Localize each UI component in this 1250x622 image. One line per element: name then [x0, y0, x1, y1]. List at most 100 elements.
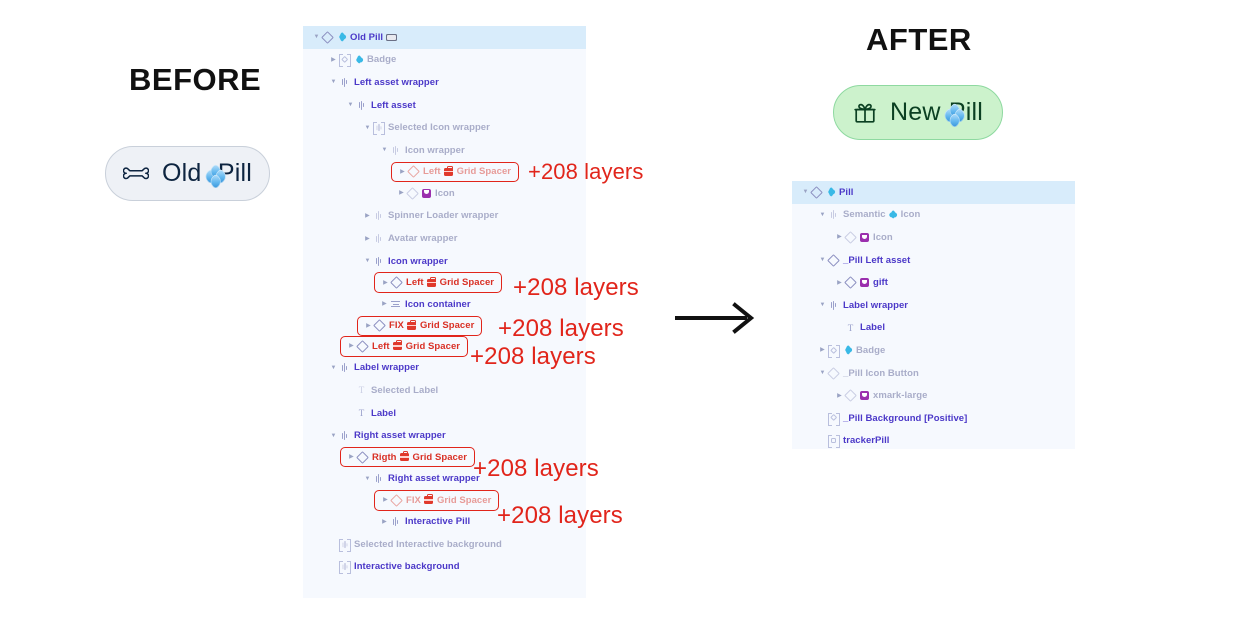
layer-row[interactable]: ▼ Icon wrapper: [303, 250, 586, 273]
layer-name: xmark-large: [860, 390, 927, 401]
layer-row[interactable]: ▼Left asset wrapper: [303, 71, 586, 94]
layer-name-part: Interactive Pill: [405, 516, 471, 528]
layer-row[interactable]: ▶FIX Grid Spacer: [357, 315, 483, 337]
layer-row[interactable]: ▼Old Pill: [303, 26, 586, 49]
layer-row[interactable]: ▶ xmark-large: [792, 384, 1075, 407]
layer-row[interactable]: ▶FIX Grid Spacer: [374, 490, 500, 511]
layer-row[interactable]: ▶Badge: [303, 49, 586, 72]
chevron-right-icon[interactable]: ▶: [400, 168, 405, 175]
layer-name: Left Grid Spacer: [372, 340, 460, 352]
layer-name-part: Left: [372, 340, 390, 352]
chevron-right-icon[interactable]: ▶: [837, 392, 842, 399]
chevron-right-icon[interactable]: ▶: [349, 454, 354, 461]
layer-name: _Pill Left asset: [843, 255, 910, 266]
chevron-down-icon[interactable]: ▼: [819, 211, 826, 218]
chevron-down-icon[interactable]: ▼: [313, 34, 320, 41]
layer-name-part: Spinner Loader wrapper: [388, 210, 499, 222]
layer-name-part: _Pill Left asset: [843, 254, 911, 266]
chevron-right-icon[interactable]: ▶: [837, 234, 842, 241]
layer-row[interactable]: ▶ Spinner Loader wrapper: [303, 205, 586, 228]
autolayout-icon: [372, 234, 385, 244]
layer-row[interactable]: ▼Right asset wrapper: [303, 424, 586, 447]
layer-name: trackerPill: [843, 435, 890, 446]
layer-name-part: gift: [873, 277, 888, 289]
old-pill-component[interactable]: Old Pill: [105, 146, 270, 201]
layer-row[interactable]: ▼ _Pill Left asset: [792, 249, 1075, 272]
chevron-down-icon[interactable]: ▼: [364, 475, 371, 482]
chevron-down-icon[interactable]: ▼: [330, 79, 337, 86]
layer-name-part: Left: [406, 277, 424, 289]
chevron-down-icon[interactable]: ▼: [347, 102, 354, 109]
layer-row[interactable]: ▶Left Grid Spacer: [374, 272, 503, 293]
before-layers-panel[interactable]: ▼Old Pill▶Badge▼Left asset wrapper▼Left …: [303, 26, 586, 598]
layer-row[interactable]: ▶trackerPill: [792, 430, 1075, 453]
layer-row[interactable]: ▼Icon wrapper: [303, 139, 586, 162]
chevron-down-icon[interactable]: ▼: [364, 124, 371, 131]
after-layers-panel[interactable]: ▼Pill▼Semantic Icon▶Icon ▼ _Pill Left asse…: [792, 181, 1075, 449]
instance-autolayout-icon: [372, 122, 385, 136]
layer-row[interactable]: ▼Pill: [792, 181, 1075, 204]
chevron-down-icon[interactable]: ▼: [381, 147, 388, 154]
chevron-right-icon[interactable]: ▶: [837, 279, 842, 286]
chevron-down-icon[interactable]: ▼: [819, 257, 826, 264]
after-heading: AFTER: [866, 22, 972, 57]
layer-row[interactable]: ▶ Left Grid Spacer: [340, 336, 469, 357]
layer-name-part: Selected Label: [371, 384, 439, 396]
chevron-down-icon[interactable]: ▼: [802, 189, 809, 196]
chevron-down-icon[interactable]: ▼: [364, 258, 371, 265]
layer-row[interactable]: ▼Selected Icon wrapper: [303, 116, 586, 139]
tracker-bracket-icon: [827, 435, 840, 449]
layer-name-part: Grid Spacer: [436, 494, 492, 506]
layer-row[interactable]: ▼Semantic Icon: [792, 204, 1075, 227]
layer-row[interactable]: ▼ Label wrapper: [792, 294, 1075, 317]
chevron-right-icon[interactable]: ▶: [365, 212, 370, 219]
chevron-right-icon[interactable]: ▶: [383, 497, 388, 504]
chevron-down-icon[interactable]: ▼: [330, 432, 337, 439]
chevron-right-icon[interactable]: ▶: [365, 235, 370, 242]
layer-row[interactable]: ▼Right asset wrapper: [303, 467, 586, 490]
layer-row[interactable]: ▶Selected Interactive background: [303, 533, 586, 556]
layers-callout: +208 layers: [498, 315, 624, 342]
component-diamond-icon: [810, 185, 823, 199]
layer-name: Icon wrapper: [388, 256, 448, 267]
layer-row[interactable]: ▼_Pill Icon Button: [792, 362, 1075, 385]
chevron-right-icon[interactable]: ▶: [383, 279, 388, 286]
chevron-right-icon[interactable]: ▶: [366, 322, 371, 329]
chevron-right-icon[interactable]: ▶: [349, 343, 354, 350]
layer-row[interactable]: ▼Label wrapper: [303, 357, 586, 380]
layer-row[interactable]: ▶Avatar wrapper: [303, 227, 586, 250]
layer-name: Label wrapper: [843, 300, 908, 311]
component-diamond-icon: [356, 450, 369, 464]
component-diamond-icon: [321, 30, 334, 44]
layer-row[interactable]: ▼ Left asset: [303, 94, 586, 117]
layer-row[interactable]: ▶Badge: [792, 339, 1075, 362]
blue-clover-icon: [941, 102, 968, 129]
chevron-right-icon[interactable]: ▶: [331, 56, 336, 63]
layer-row[interactable]: ▶Interactive background: [303, 556, 586, 579]
layer-name: Left asset: [371, 100, 416, 111]
chevron-down-icon[interactable]: ▼: [819, 302, 826, 309]
chevron-right-icon[interactable]: ▶: [399, 190, 404, 197]
chevron-right-icon[interactable]: ▶: [382, 301, 387, 308]
new-pill-component[interactable]: New Pill: [833, 85, 1003, 140]
chevron-down-icon[interactable]: ▼: [819, 370, 826, 377]
layer-name-part: Grid Spacer: [456, 166, 512, 178]
layer-row[interactable]: ▶Icon container: [303, 293, 586, 316]
layer-row[interactable]: ▶Rigth Grid Spacer: [340, 446, 475, 468]
layer-row[interactable]: ▶ gift: [792, 271, 1075, 294]
chevron-down-icon[interactable]: ▼: [330, 364, 337, 371]
layer-row[interactable]: ▶_Pill Background [Positive]: [792, 407, 1075, 430]
chevron-right-icon[interactable]: ▶: [382, 518, 387, 525]
autolayout-icon: [338, 363, 351, 373]
layer-row[interactable]: ▶Left Grid Spacer: [391, 161, 520, 183]
layer-name: Label: [860, 322, 885, 333]
right-arrow-icon: [673, 300, 759, 341]
layer-row[interactable]: ▶Icon: [792, 226, 1075, 249]
layer-row[interactable]: ▶ Interactive Pill: [303, 511, 586, 534]
layer-row[interactable]: ▶Icon: [303, 182, 586, 205]
component-diamond-icon: [390, 493, 403, 507]
chevron-right-icon[interactable]: ▶: [820, 347, 825, 354]
